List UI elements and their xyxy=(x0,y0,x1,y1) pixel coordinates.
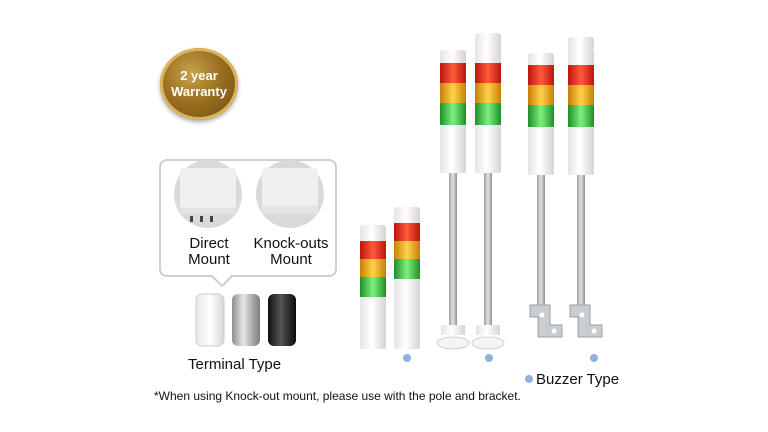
tower-bracket-2 xyxy=(568,37,603,338)
knockout-mount-line2: Mount xyxy=(270,251,312,268)
tower-bracket-1 xyxy=(528,53,563,338)
terminal-cap-white xyxy=(195,293,225,347)
knockout-mount-line1: Knock-outs xyxy=(253,235,329,252)
warranty-badge-line2: Warranty xyxy=(171,84,227,99)
bullet-dot xyxy=(485,354,493,362)
tower-pole-2 xyxy=(471,33,505,350)
direct-mount-label: Direct Mount xyxy=(164,236,254,268)
knockout-mount-image xyxy=(256,160,324,228)
direct-mount-line2: Mount xyxy=(188,251,230,268)
tower-short-1 xyxy=(360,225,386,349)
mount-callout xyxy=(159,159,337,288)
footnote: *When using Knock-out mount, please use … xyxy=(154,389,521,403)
warranty-badge-line1: 2 year xyxy=(180,68,218,83)
bullet-dot xyxy=(403,354,411,362)
direct-mount-image xyxy=(174,160,242,228)
warranty-badge: 2 year Warranty xyxy=(160,48,238,120)
direct-mount-line1: Direct xyxy=(189,235,229,252)
buzzer-bullet-dot xyxy=(525,375,533,383)
tower-pole-1 xyxy=(436,50,470,350)
terminal-cap-silver xyxy=(232,294,260,346)
terminal-type-label: Terminal Type xyxy=(188,356,282,373)
bullet-dot xyxy=(590,354,598,362)
terminal-caps xyxy=(195,293,296,347)
terminal-cap-black xyxy=(268,294,296,346)
tower-short-2 xyxy=(394,207,420,349)
knockout-mount-label: Knock-outs Mount xyxy=(246,236,336,268)
signal-towers xyxy=(360,33,603,350)
buzzer-type-label: Buzzer Type xyxy=(536,371,620,388)
